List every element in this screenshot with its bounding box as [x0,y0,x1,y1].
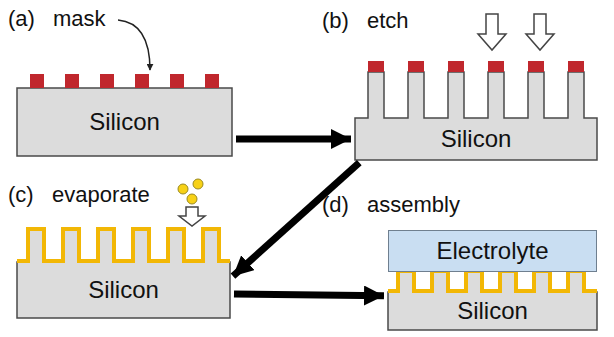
node-text: Silicon [441,125,512,153]
panel-letter: (b) [322,8,349,34]
mask-block [528,61,544,72]
mask-block [100,74,114,88]
mask-block [448,61,464,72]
step-label: assembly [367,192,460,218]
panel-letter: (a) [8,6,35,32]
silicon-block: Silicon [17,88,232,156]
node-text: Electrolyte [436,237,548,265]
node-text: Silicon [457,297,528,325]
silicon-block: Silicon [388,292,597,330]
step-label: evaporate [52,182,150,208]
mask-block [408,61,424,72]
mask-block [568,61,584,72]
leader-line [118,20,150,70]
process-arrow [233,163,359,276]
silicon-substrate [17,88,232,156]
metal-particle [178,184,188,194]
electrolyte-layer: Electrolyte [388,230,597,272]
mask-block [170,74,184,88]
mask-block [30,74,44,88]
silicon-substrate [17,230,230,318]
etch-arrow [526,14,554,50]
mask-block [488,61,504,72]
evaporate-arrow [179,207,205,226]
mask-block [368,61,384,72]
node-text: Silicon [88,276,159,304]
step-label: etch [367,8,409,34]
metal-particle [187,194,197,204]
etch-arrow [478,14,506,50]
metal-coating [17,229,230,261]
node-text: Silicon [89,108,160,136]
silicon-block: Silicon [355,118,597,160]
metal-particle [193,179,203,189]
silicon-substrate [388,272,597,330]
process-arrow [234,294,384,296]
mask-block [65,74,79,88]
process-arrow [236,136,351,143]
mask-block [205,74,219,88]
mask-block [135,74,149,88]
silicon-block: Silicon [17,262,230,318]
panel-letter: (d) [322,192,349,218]
step-label: mask [53,6,106,32]
panel-letter: (c) [8,182,34,208]
silicon-substrate [355,72,597,160]
metal-coating [388,271,597,291]
